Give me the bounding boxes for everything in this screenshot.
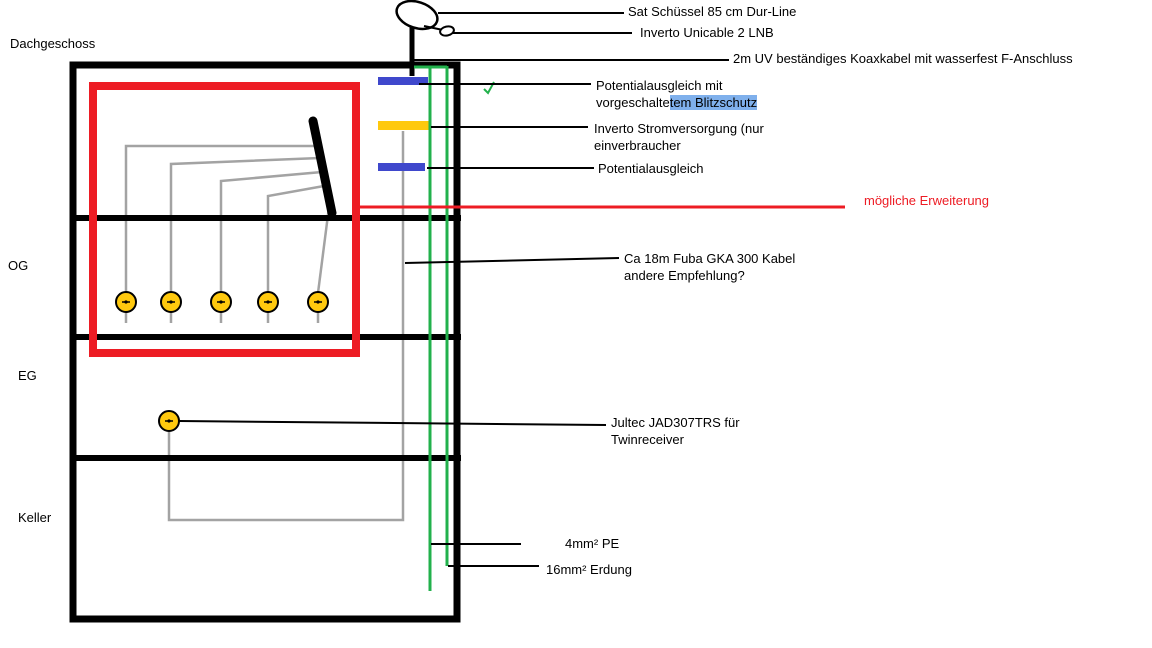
cable-to-socket-2 bbox=[169, 156, 321, 293]
cable-to-jultec bbox=[167, 131, 405, 522]
floor-label-og: OG bbox=[8, 258, 29, 273]
cable-to-socket-5 bbox=[316, 206, 331, 294]
red-zone-rectangle bbox=[89, 82, 360, 357]
annotation-pe: 4mm² PE bbox=[565, 536, 620, 551]
annotation-strom: Inverto Stromversorgung (nur einverbrauc… bbox=[594, 120, 764, 154]
antenna-socket bbox=[115, 291, 137, 313]
coax-cable-runs bbox=[124, 131, 405, 522]
annotation-dish: Sat Schüssel 85 cm Dur-Line bbox=[628, 4, 797, 19]
power-supply-bar bbox=[378, 121, 430, 130]
lnb-icon bbox=[439, 25, 455, 37]
earthing-lines bbox=[414, 65, 449, 591]
lnb-arm bbox=[423, 25, 444, 31]
cable-to-socket-4 bbox=[266, 184, 325, 293]
annotation-koax: 2m UV beständiges Koaxkabel mit wasserfe… bbox=[733, 51, 1073, 66]
potential-equalization-bar-top bbox=[378, 77, 428, 85]
house-outline bbox=[69, 61, 461, 623]
pointer-jultec bbox=[178, 420, 607, 426]
annotation-pa-blitz-line1: Potentialausgleich mit bbox=[596, 78, 723, 93]
annotation-pa-blitz-line2: vorgeschaltetem Blitzschutz bbox=[596, 94, 758, 111]
cable-to-socket-1 bbox=[124, 144, 318, 293]
floor-label-eg: EG bbox=[18, 368, 37, 383]
annotation-kabel-line1: Ca 18m Fuba GKA 300 Kabel bbox=[624, 251, 796, 266]
antenna-socket bbox=[210, 291, 232, 313]
annotation-pa: Potentialausgleich bbox=[598, 161, 704, 176]
annotation-jultec: Jultec JAD307TRS für Twinreceiver bbox=[611, 414, 740, 448]
potential-equalization-bar-bottom bbox=[378, 163, 425, 171]
antenna-socket bbox=[160, 291, 182, 313]
annotation-kabel-line2: andere Empfehlung? bbox=[624, 268, 745, 283]
antenna-sockets bbox=[115, 291, 329, 432]
annotation-pa-blitz-line2-pre: vorgeschalte bbox=[596, 95, 670, 110]
annotation-jultec-line2: Twinreceiver bbox=[611, 432, 684, 447]
satellite-dish-icon bbox=[395, 0, 439, 31]
annotation-lines bbox=[178, 12, 729, 567]
jultec-switch-socket bbox=[158, 410, 180, 432]
annotation-erweiterung: mögliche Erweiterung bbox=[864, 193, 990, 208]
antenna-socket bbox=[257, 291, 279, 313]
floor-label-keller: Keller bbox=[18, 510, 52, 525]
annotation-strom-line2: einverbraucher bbox=[594, 138, 681, 153]
floor-label-dachgeschoss: Dachgeschoss bbox=[10, 36, 96, 51]
annotation-pa-blitz-line2-highlighted: tem Blitzschutz bbox=[669, 95, 758, 110]
satellite-assembly bbox=[395, 0, 455, 76]
check-mark-icon bbox=[483, 81, 495, 95]
antenna-socket bbox=[307, 291, 329, 313]
annotation-kabel: Ca 18m Fuba GKA 300 Kabel andere Empfehl… bbox=[624, 250, 795, 284]
annotation-strom-line1: Inverto Stromversorgung (nur bbox=[594, 121, 764, 136]
pointer-kabel bbox=[404, 257, 620, 264]
annotation-erdung: 16mm² Erdung bbox=[546, 562, 632, 577]
house-structure bbox=[69, 61, 461, 623]
cable-to-socket-3 bbox=[219, 170, 323, 293]
annotation-pa-blitz: Potentialausgleich mit vorgeschaltetem B… bbox=[596, 77, 758, 111]
multiswitch-bar bbox=[308, 116, 337, 218]
annotation-jultec-line1: Jultec JAD307TRS für bbox=[611, 415, 740, 430]
annotation-lnb: Inverto Unicable 2 LNB bbox=[640, 25, 774, 40]
